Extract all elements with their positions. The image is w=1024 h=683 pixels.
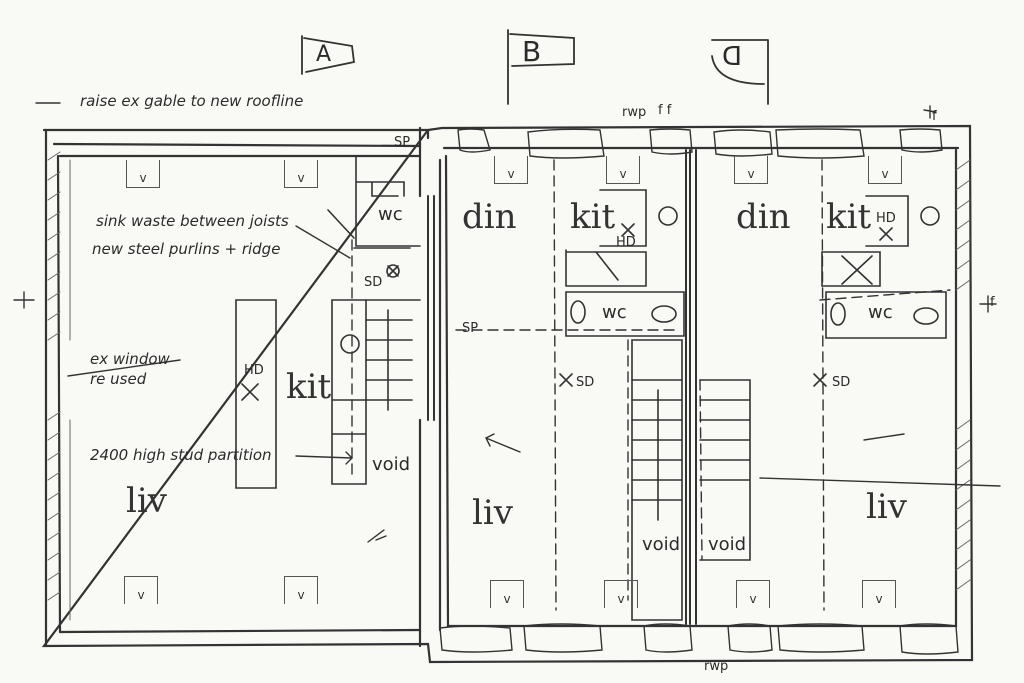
note-re-used: re used xyxy=(90,370,147,388)
unit1-services xyxy=(235,155,421,489)
sd-label-1: SD xyxy=(364,275,383,290)
leader-lines xyxy=(35,102,1001,543)
detector-symbols xyxy=(241,223,893,401)
room-wc-2: wc xyxy=(602,302,627,323)
vent-label: v xyxy=(139,171,147,185)
vent-label: v xyxy=(507,167,515,181)
note-f-right: f xyxy=(990,295,995,310)
vent-label: v xyxy=(617,592,625,606)
vent-box: v xyxy=(284,576,318,604)
room-wc-3: wc xyxy=(868,302,893,323)
wall-stones-bottom xyxy=(439,623,959,655)
vent-label: v xyxy=(747,167,755,181)
note-partition: 2400 high stud partition xyxy=(90,446,272,464)
dashed-lines xyxy=(351,159,951,611)
note-sink-waste: sink waste between joists xyxy=(96,212,289,230)
section-marker-c xyxy=(711,39,769,105)
room-wc-1: wc xyxy=(378,204,403,225)
vent-label: v xyxy=(619,167,627,181)
room-kitchen-1: kit xyxy=(286,367,332,407)
room-living-3: liv xyxy=(866,487,907,527)
unit3-services xyxy=(821,195,947,339)
vent-box: v xyxy=(124,576,158,604)
note-rwp-bottom: rwp xyxy=(704,659,729,674)
room-dining-2: din xyxy=(462,197,517,237)
room-living-1: liv xyxy=(126,481,167,521)
vent-label: v xyxy=(137,588,145,602)
note-f-top-right: f xyxy=(932,109,937,124)
vent-box: v xyxy=(606,156,640,184)
vent-box: v xyxy=(284,160,318,188)
note-rwp-top: rwp xyxy=(622,105,647,120)
section-c-label: D xyxy=(722,42,743,72)
vent-label: v xyxy=(297,171,305,185)
room-kitchen-2: kit xyxy=(570,197,616,237)
sd-label-3: SD xyxy=(832,375,851,390)
note-sp-mid: SP xyxy=(462,321,479,336)
section-b-label: B xyxy=(522,35,542,68)
note-steel-purlins: new steel purlins + ridge xyxy=(92,240,281,258)
sd-label-2: SD xyxy=(576,375,595,390)
vent-box: v xyxy=(734,156,768,184)
vent-label: v xyxy=(881,167,889,181)
room-kitchen-3: kit xyxy=(826,197,872,237)
note-ex-window: ex window xyxy=(90,350,170,368)
unit2-services xyxy=(565,189,751,621)
note-sp-top: SP xyxy=(394,135,411,150)
hd-label-1: HD xyxy=(244,363,264,378)
room-void-3: void xyxy=(708,534,747,555)
section-marker-b xyxy=(507,29,575,105)
hd-label-2: HD xyxy=(616,235,636,250)
vent-box: v xyxy=(736,580,770,608)
cross-marks xyxy=(13,105,997,313)
section-marker-a xyxy=(301,35,355,75)
room-void-2: void xyxy=(642,534,681,555)
wall-hatch-right xyxy=(955,159,971,591)
note-ff: f f xyxy=(658,103,672,118)
vent-box: v xyxy=(604,580,638,608)
room-dining-3: din xyxy=(736,197,791,237)
wall-stones-top xyxy=(457,128,943,159)
vent-label: v xyxy=(875,592,883,606)
section-a-label: A xyxy=(316,42,332,67)
vent-label: v xyxy=(503,592,511,606)
room-living-2: liv xyxy=(472,493,513,533)
vent-box: v xyxy=(494,156,528,184)
hd-label-3: HD xyxy=(876,211,896,226)
vent-label: v xyxy=(297,588,305,602)
vent-box: v xyxy=(126,160,160,188)
vent-box: v xyxy=(490,580,524,608)
vent-label: v xyxy=(749,592,757,606)
wall-hatch-left xyxy=(47,151,71,621)
note-raise-gable: raise ex gable to new roofline xyxy=(80,92,304,110)
party-walls xyxy=(427,149,697,625)
vent-box: v xyxy=(868,156,902,184)
vent-box: v xyxy=(862,580,896,608)
room-void-1: void xyxy=(372,454,411,475)
